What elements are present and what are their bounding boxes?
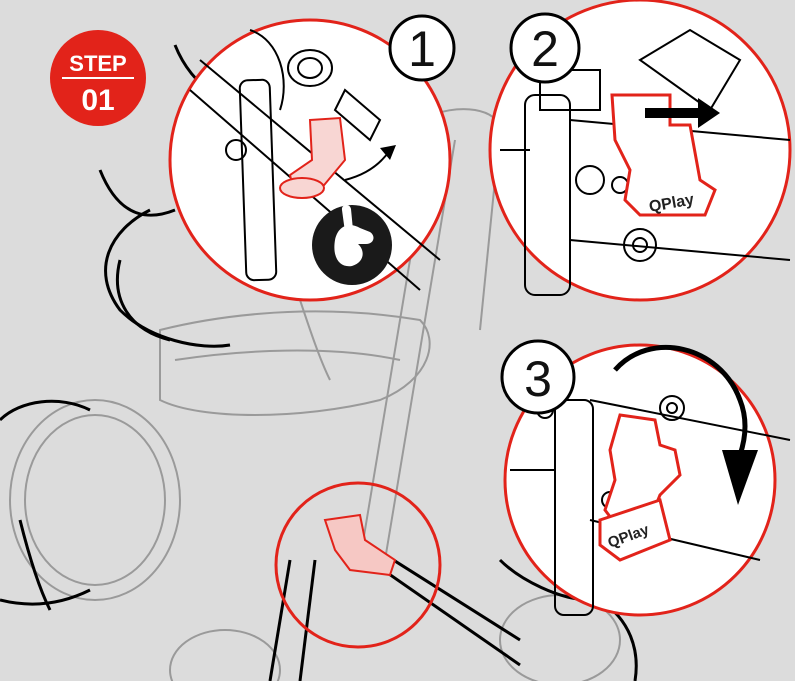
- qplay-adapter-small: [325, 515, 395, 575]
- callout-3: 3: [502, 341, 574, 413]
- callout-number-1: 1: [408, 21, 436, 77]
- callout-2: 2: [511, 14, 579, 82]
- callout-1: 1: [390, 16, 454, 80]
- callout-number-3: 3: [524, 351, 552, 407]
- step-label: STEP: [69, 51, 126, 76]
- finger-press-icon: [312, 205, 392, 285]
- step-number: 01: [81, 84, 114, 117]
- callout-number-2: 2: [531, 21, 559, 77]
- step-badge: STEP 01: [50, 30, 146, 126]
